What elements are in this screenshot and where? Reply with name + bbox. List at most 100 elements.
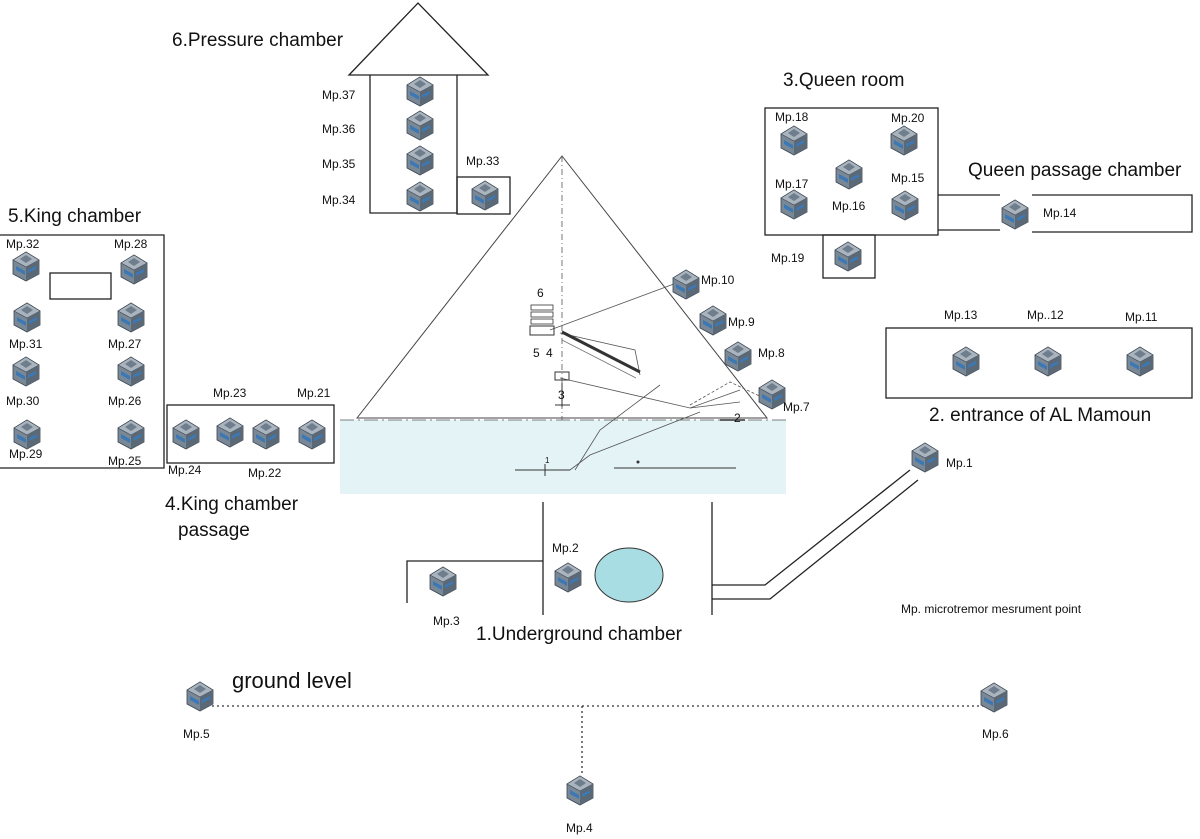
underground-group: 1.Underground chamber <box>406 469 919 645</box>
mp-label: Mp.6 <box>982 727 1009 741</box>
seismometer-icon <box>911 442 939 473</box>
seismometer-icon <box>672 269 700 300</box>
pyramid-number-3: 3 <box>558 388 565 402</box>
seismometer-icon <box>12 251 40 282</box>
mp-label: Mp..12 <box>1027 308 1064 322</box>
mp-label: Mp.29 <box>9 447 43 461</box>
entrance-box <box>885 327 1193 399</box>
sarcophagus-box <box>49 272 112 300</box>
queen-chamber-box <box>554 371 570 381</box>
mp-36: Mp.36 <box>322 110 434 141</box>
seismometer-icon <box>120 254 148 285</box>
pyramid-number-2: 2 <box>734 411 741 425</box>
pyramid-number-5: 5 <box>533 346 540 360</box>
bedrock-block <box>340 420 786 494</box>
ground-level-group: ground level <box>212 668 985 775</box>
seismometer-icon <box>406 145 434 176</box>
seismometer-icon <box>780 189 808 220</box>
underground-title: 1.Underground chamber <box>476 624 683 645</box>
mp-label: Mp.33 <box>466 154 500 168</box>
mp-label: Mp.35 <box>322 157 356 171</box>
mp-label: Mp.27 <box>108 337 142 351</box>
mp-label: Mp.16 <box>832 199 866 213</box>
seismometer-icon <box>1126 346 1154 377</box>
mp-label: Mp.13 <box>944 308 978 322</box>
seismometer-icon <box>186 681 214 712</box>
pyramid-number-4: 4 <box>546 346 553 360</box>
seismometer-icon <box>252 419 280 450</box>
mp-label: Mp.15 <box>891 171 925 185</box>
mp-label: Mp.34 <box>322 193 356 207</box>
seismometer-icon <box>406 76 434 107</box>
mp-label: Mp.17 <box>775 177 809 191</box>
descending-passage <box>574 384 661 471</box>
mp-label: Mp.10 <box>701 273 735 287</box>
mp-label: Mp.30 <box>6 394 40 408</box>
grand-gallery-edge <box>561 339 637 379</box>
mp-32: Mp.32 <box>6 237 40 282</box>
seismometer-icon <box>758 379 786 410</box>
mp-24: Mp.24 <box>168 419 202 477</box>
relief-chamber-2 <box>530 311 554 318</box>
pyramid-number-1: 1 <box>545 456 550 465</box>
mp-2: Mp.2 <box>552 541 582 593</box>
underground-side-passage <box>406 560 543 603</box>
mp-27: Mp.27 <box>108 302 145 351</box>
seismometer-icon <box>952 346 980 377</box>
seismometer-icon <box>699 305 727 336</box>
tunnel-upper <box>712 469 911 586</box>
pyramid-section: 6 5 4 3 2 1 <box>340 155 786 494</box>
seismometer-icon <box>980 682 1008 713</box>
seismometer-icon <box>117 356 145 387</box>
pressure-roof <box>347 2 490 76</box>
relief-chamber-3 <box>530 318 554 325</box>
mp-35: Mp.35 <box>322 145 434 176</box>
mp-33: Mp.33 <box>466 154 500 211</box>
mp-12: Mp..12 <box>1027 308 1064 377</box>
mp-label: Mp.11 <box>1125 310 1158 324</box>
entrance-corridor <box>689 401 741 409</box>
mp-16: Mp.16 <box>832 159 866 213</box>
mp-label: Mp.9 <box>728 315 755 329</box>
seismometer-icon <box>13 302 41 333</box>
seismometer-icon <box>406 181 434 212</box>
mp-label: Mp.32 <box>6 237 40 251</box>
mp-label: Mp.5 <box>183 727 210 741</box>
mp-37: Mp.37 <box>322 76 434 107</box>
scale-mark <box>636 460 640 464</box>
queen-room-title: 3.Queen room <box>783 70 904 91</box>
king-chamber-title: 5.King chamber <box>8 206 142 227</box>
upper-shaft <box>559 332 641 376</box>
mp-label: Mp.28 <box>114 237 148 251</box>
mp-6: Mp.6 <box>980 682 1009 741</box>
mp-label: Mp.31 <box>9 337 43 351</box>
seismometer-icon <box>12 356 40 387</box>
mp-label: Mp.26 <box>108 394 142 408</box>
legend-text: Mp. microtremor mesrument point <box>901 602 1082 616</box>
seismometer-icon <box>117 419 145 450</box>
ground-level-title: ground level <box>232 668 352 693</box>
mp-label: Mp.23 <box>213 386 247 400</box>
mp-label: Mp.3 <box>433 614 460 628</box>
mp-label: Mp.2 <box>552 541 579 555</box>
mp-14: Mp.14 <box>1001 199 1077 230</box>
king-passage-title-line2: passage <box>178 520 250 541</box>
mp-label: Mp.18 <box>775 110 809 124</box>
mp-7: Mp.7 <box>758 379 810 414</box>
mp-label: Mp.7 <box>783 400 810 414</box>
mp-31: Mp.31 <box>9 302 43 351</box>
mp-30: Mp.30 <box>6 356 40 408</box>
mp-5: Mp.5 <box>183 681 214 741</box>
king-passage-title-line1: 4.King chamber <box>165 494 299 515</box>
seismometer-icon <box>566 775 594 806</box>
mp-8: Mp.8 <box>724 341 785 372</box>
queen-niche-box <box>822 234 876 279</box>
mp-18: Mp.18 <box>775 110 809 156</box>
mp-4: Mp.4 <box>566 775 594 835</box>
pressure-walls <box>369 75 458 214</box>
mp-29: Mp.29 <box>9 419 43 461</box>
queen-passage-title: Queen passage chamber <box>968 160 1182 181</box>
underground-pool <box>594 547 664 603</box>
mp-label: Mp.21 <box>297 386 331 400</box>
mp-11: Mp.11 <box>1125 310 1158 377</box>
